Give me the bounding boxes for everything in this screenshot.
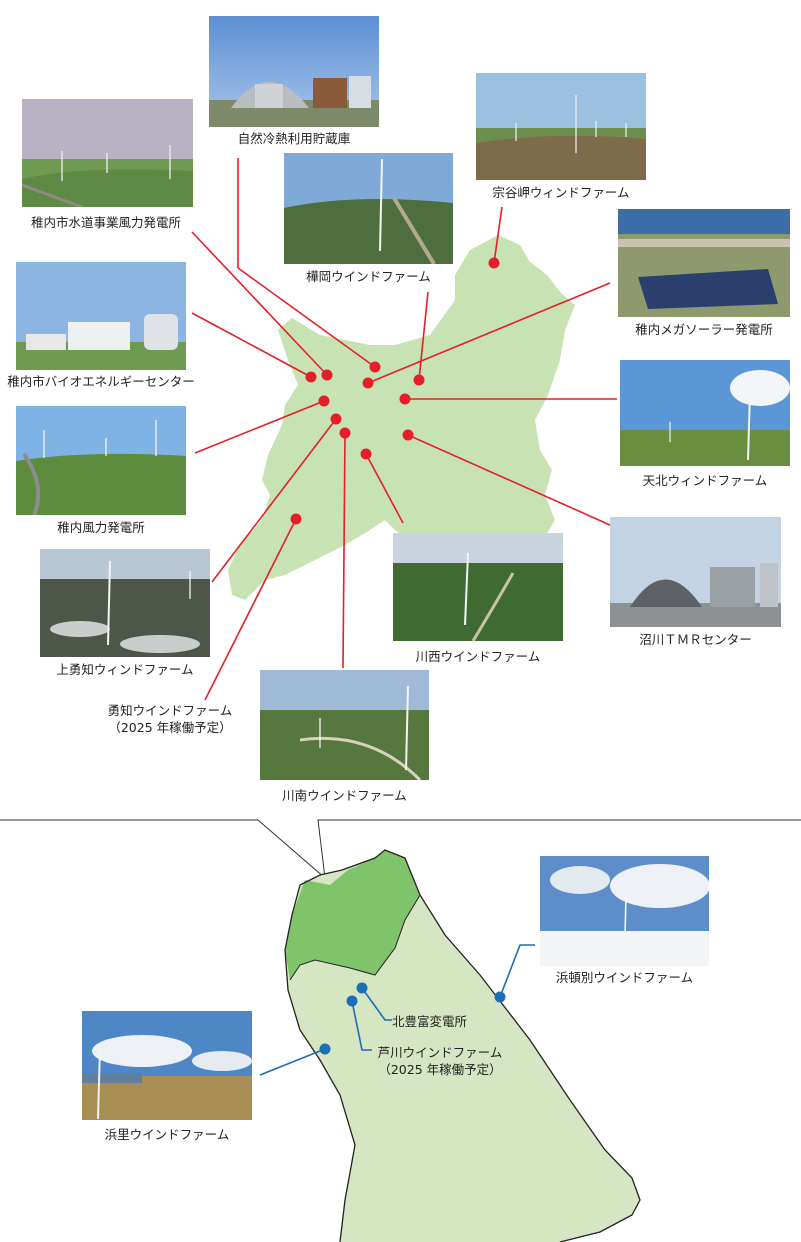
marker-bioenergy[interactable] [305,371,317,383]
photo-hamatonbetsu [540,856,709,966]
label-kabaoka: 樺岡ウインドファーム [306,269,431,284]
label-kamiyuchi: 上勇知ウィンドファーム [56,662,194,677]
label-kitatoyotomi: 北豊富変電所 [392,1014,468,1029]
label-wakkanai-water: 稚内市水道事業風力発電所 [30,215,181,230]
wakkanai-city-shape [285,850,420,980]
label-numakawa-tmr: 沼川ＴＭＲセンター [639,632,752,647]
leader-line-wakkanai-wind [194,400,325,454]
photo-hamasato [82,1011,252,1120]
label-hamasato: 浜里ウインドファーム [104,1127,230,1142]
label-wakkanai-wind: 稚内風力発電所 [57,520,145,535]
label-wakkanai-solar: 稚内メガソーラー発電所 [635,322,773,337]
photo-kawanishi [393,533,563,641]
marker-kawaminami[interactable] [339,427,351,439]
leader-line-hamatonbetsu [499,944,535,998]
leader-line-hamasato [259,1048,326,1076]
leader-line-solar [367,282,611,384]
label-yuchi: 勇知ウインドファーム （2025 年稼働予定） [80,702,260,736]
marker-yuchi[interactable] [290,513,302,525]
label-yuchi-note: （2025 年稼働予定） [108,720,232,735]
label-ashikawa: 芦川ウインドファーム （2025 年稼働予定） [360,1044,520,1078]
photo-bioenergy [16,262,186,370]
leader-line-kawaminami [342,432,346,669]
leader-line-kawanishi [365,453,404,524]
label-kawaminami: 川南ウインドファーム [282,788,407,803]
leader-line-soya-misaki [493,206,503,264]
photo-cold-storage [209,16,379,127]
label-tenpoku: 天北ウィンドファーム [642,473,768,488]
leader-line-yuchi [204,518,297,701]
leader-line-ashikawa [351,1000,372,1051]
photo-wakkanai-water [22,99,193,207]
photo-soya-misaki [476,73,646,180]
marker-kawanishi[interactable] [360,448,372,460]
marker-hamatonbetsu[interactable] [494,991,506,1003]
label-soya-misaki: 宗谷岬ウィンドファーム [492,185,630,200]
photo-kawaminami [260,670,429,780]
marker-wakkanai-wind[interactable] [318,395,330,407]
marker-tenpoku[interactable] [399,393,411,405]
photo-wakkanai-wind [16,406,186,515]
photo-tenpoku [620,360,790,466]
label-kawanishi: 川西ウインドファーム [415,649,541,664]
leader-line-kabaoka [418,291,429,381]
marker-wakkanai-water[interactable] [321,369,333,381]
leader-line-kitatoyotomi [361,987,392,1021]
photo-kamiyuchi [40,549,210,657]
leader-line-wakkanai-water [191,231,328,376]
marker-solar[interactable] [362,377,374,389]
leader-line-numakawa [407,434,611,526]
label-bioenergy: 稚内市バイオエネルギーセンター [7,374,195,389]
marker-kabaoka[interactable] [413,374,425,386]
wakkanai-region-shape [228,235,575,600]
marker-numakawa[interactable] [402,429,414,441]
marker-kamiyuchi[interactable] [330,413,342,425]
marker-cold-storage[interactable] [369,361,381,373]
marker-hamasato[interactable] [319,1043,331,1055]
label-hamatonbetsu: 浜頓別ウインドファーム [555,970,694,985]
marker-ashikawa[interactable] [346,995,358,1007]
photo-numakawa-tmr [610,517,781,627]
photo-kabaoka [284,153,453,264]
marker-kitatoyotomi[interactable] [356,982,368,994]
leader-line-bioenergy [191,312,312,378]
leader-line-kamiyuchi [211,418,337,583]
label-cold-storage: 自然冷熱利用貯蔵庫 [237,131,351,146]
photo-wakkanai-solar [618,209,790,317]
label-ashikawa-note: （2025 年稼働予定） [378,1062,502,1077]
marker-soya-misaki[interactable] [488,257,500,269]
